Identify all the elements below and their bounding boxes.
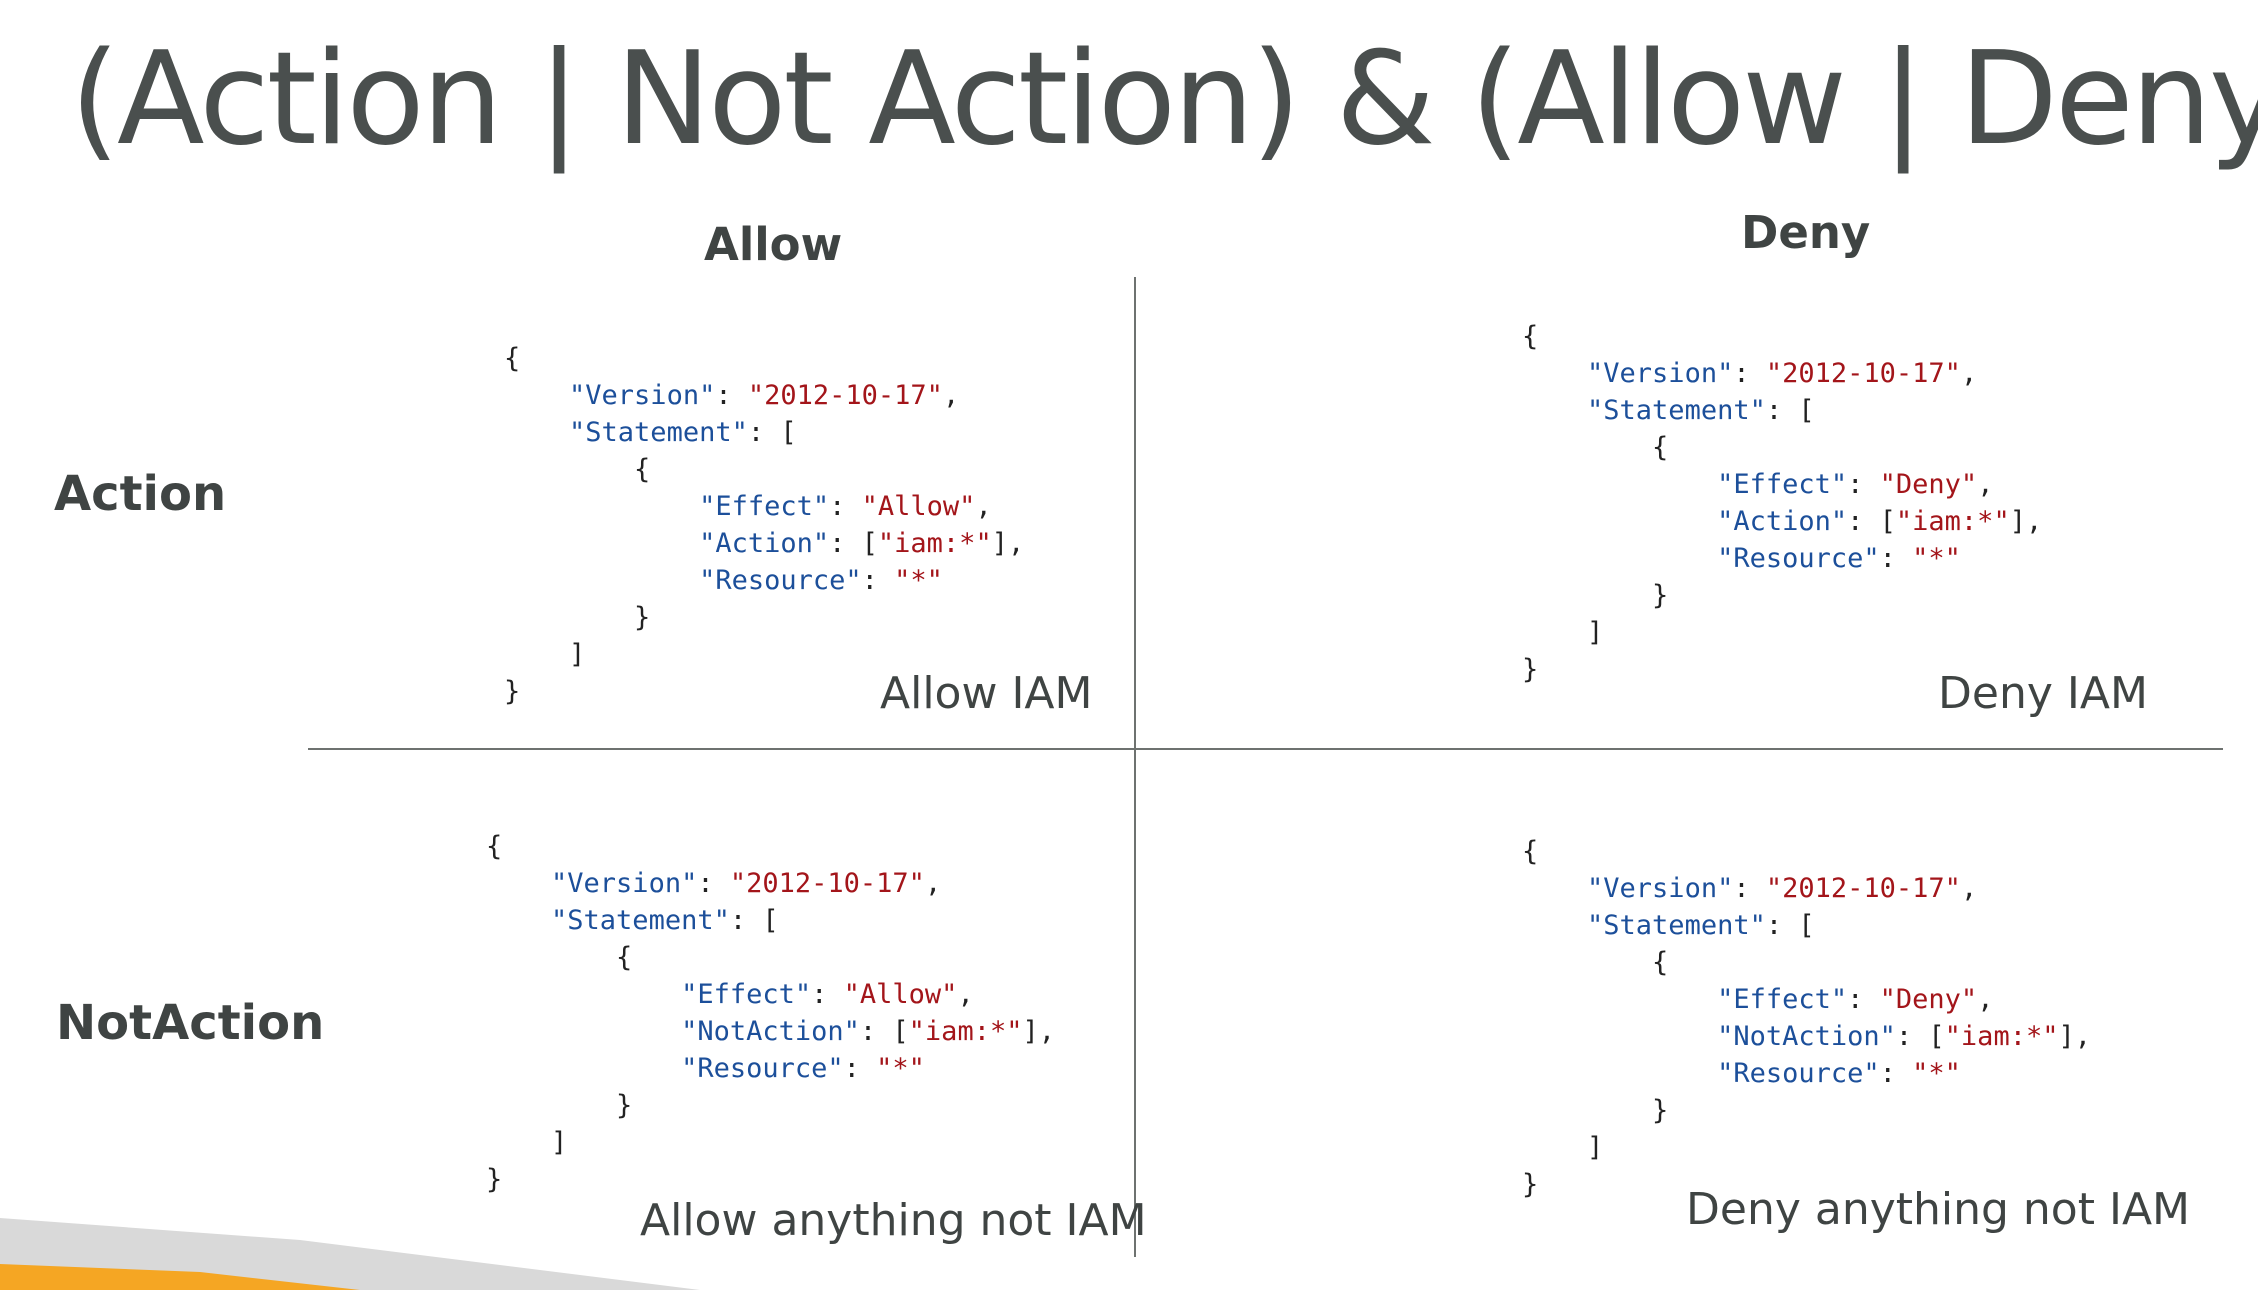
policy-deny-notaction: { "Version": "2012-10-17", "Statement": …	[1522, 836, 2091, 1200]
caption-allow-notaction: Allow anything not IAM	[640, 1195, 1147, 1246]
horizontal-divider	[308, 748, 2223, 750]
row-header-notaction: NotAction	[56, 995, 325, 1051]
row-header-action: Action	[54, 466, 227, 522]
accent-orange-band	[0, 1264, 360, 1290]
caption-deny-notaction: Deny anything not IAM	[1686, 1184, 2191, 1235]
caption-deny-action: Deny IAM	[1938, 668, 2148, 719]
policy-deny-action: { "Version": "2012-10-17", "Statement": …	[1522, 321, 2043, 685]
policy-allow-notaction: { "Version": "2012-10-17", "Statement": …	[486, 831, 1055, 1195]
vertical-divider	[1134, 277, 1136, 1257]
caption-allow-action: Allow IAM	[880, 668, 1093, 719]
slide-title: (Action | Not Action) & (Allow | Deny)	[70, 25, 2258, 174]
column-header-allow: Allow	[704, 218, 843, 271]
decorative-accent-band	[0, 1218, 700, 1290]
policy-allow-action: { "Version": "2012-10-17", "Statement": …	[504, 343, 1025, 707]
column-header-deny: Deny	[1741, 206, 1871, 259]
